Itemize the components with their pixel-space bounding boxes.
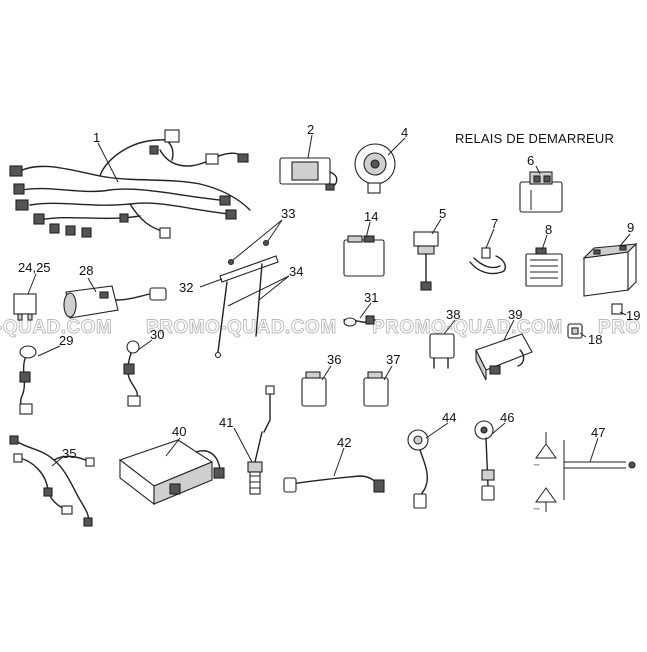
part-label: 18	[588, 332, 602, 347]
part-36-rods[interactable]: 34	[214, 263, 304, 359]
part-8-regulator[interactable]: 8	[525, 222, 563, 287]
part-30-switch-cable[interactable]: 30	[123, 327, 164, 407]
part-label: 7	[491, 216, 498, 231]
part-24-25-fuse[interactable]: 24,25	[13, 260, 51, 321]
part-label: 31	[364, 290, 378, 305]
watermark-band: -QUAD.COM PROMO-QUAD.COM PROMO-QUAD.COM …	[0, 317, 641, 339]
part-9-battery[interactable]: 9	[582, 220, 638, 297]
part-label: 41	[219, 415, 233, 430]
part-14-module[interactable]: 14	[343, 209, 385, 277]
part-34-bracket[interactable]: 32	[179, 255, 279, 295]
part-label: 29	[59, 333, 73, 348]
part-label: 44	[442, 410, 456, 425]
part-label: 9	[627, 220, 634, 235]
part-label: 39	[508, 307, 522, 322]
part-47-wiring-sketch[interactable]: ▪▪▪▪ ▪▪▪▪ 47	[534, 425, 636, 512]
part-40-ecu[interactable]: 40	[118, 424, 225, 506]
part-label: 35	[62, 446, 76, 461]
part-7-clip[interactable]: 7	[469, 216, 507, 275]
part-label: 46	[500, 410, 514, 425]
part-label: 33	[281, 206, 295, 221]
part-42-cable[interactable]: 42	[283, 435, 385, 493]
part-32-relay[interactable]: 36	[301, 352, 341, 407]
part-46-sensor[interactable]: 46	[474, 410, 514, 501]
part-2-relay[interactable]: 2	[279, 122, 338, 191]
watermark-text: PRO	[598, 317, 641, 338]
part-6-starter-relay[interactable]: 6	[519, 153, 563, 213]
part-1-wiring-harness[interactable]: 1	[9, 129, 251, 239]
part-label: 6	[527, 153, 534, 168]
section-header: RELAIS DE DEMARREUR	[455, 131, 614, 146]
part-35-screws[interactable]: 33	[227, 206, 296, 266]
part-label: 36	[327, 352, 341, 367]
part-label: 2	[307, 122, 314, 137]
part-label: 24,25	[18, 260, 51, 275]
part-4-horn[interactable]: 4	[354, 125, 408, 194]
part-5-switch[interactable]: 5	[413, 206, 446, 291]
part-label: 19	[626, 308, 640, 323]
part-label: 14	[364, 209, 378, 224]
part-label: 34	[289, 264, 303, 279]
part-39-rectifier[interactable]: 39	[475, 307, 533, 381]
part-33-relay[interactable]: 37	[363, 352, 400, 407]
part-label: 8	[545, 222, 552, 237]
part-label: 30	[150, 327, 164, 342]
part-label: 38	[446, 307, 460, 322]
part-label: 47	[591, 425, 605, 440]
part-label: 4	[401, 125, 408, 140]
part-37-sub-harness[interactable]: 35	[9, 435, 95, 527]
part-44-sensor[interactable]: 44	[407, 410, 456, 509]
part-label: 40	[172, 424, 186, 439]
part-29-switch-cable[interactable]: 29	[19, 333, 73, 415]
part-label: 32	[179, 280, 193, 295]
part-38-capacitor[interactable]: 38	[429, 307, 460, 369]
part-label: 5	[439, 206, 446, 221]
watermark-text: PROMO-QUAD.COM	[372, 317, 563, 338]
part-label: 37	[386, 352, 400, 367]
part-18-connector[interactable]: 18	[567, 323, 602, 347]
part-31-sensor-cable[interactable]: 31	[343, 290, 378, 327]
part-28-ignition-coil[interactable]: 28	[63, 263, 167, 319]
svg-text:▪▪▪▪: ▪▪▪▪	[534, 506, 540, 511]
part-label: 1	[93, 130, 100, 145]
watermark-text: PROMO-QUAD.COM	[146, 317, 337, 338]
part-label: 28	[79, 263, 93, 278]
part-19-connector[interactable]: 19	[611, 303, 640, 323]
part-41-temp-sensor[interactable]: 41	[219, 385, 275, 495]
svg-text:▪▪▪▪: ▪▪▪▪	[534, 462, 540, 467]
watermark-text: -QUAD.COM	[0, 317, 112, 338]
part-label: 42	[337, 435, 351, 450]
